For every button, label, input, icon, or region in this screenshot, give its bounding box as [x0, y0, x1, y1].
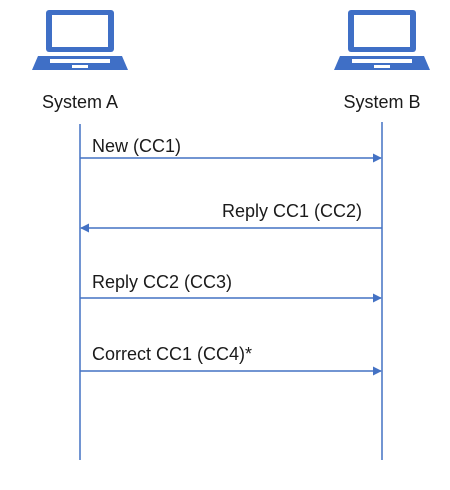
laptop-icon: [32, 10, 128, 70]
message-label: Reply CC2 (CC3): [92, 272, 232, 292]
laptop-icon: [334, 10, 430, 70]
system-b: System B: [334, 10, 430, 112]
message-reply-cc1: Reply CC1 (CC2): [80, 201, 382, 233]
system-a-label: System A: [42, 92, 118, 112]
message-label: Correct CC1 (CC4)*: [92, 344, 252, 364]
message-reply-cc2: Reply CC2 (CC3): [80, 272, 382, 303]
system-a: System A: [32, 10, 128, 112]
message-label: New (CC1): [92, 136, 181, 156]
message-correct-cc1: Correct CC1 (CC4)*: [80, 344, 382, 376]
system-b-label: System B: [343, 92, 420, 112]
message-label: Reply CC1 (CC2): [222, 201, 362, 221]
message-new-cc1: New (CC1): [80, 136, 382, 163]
